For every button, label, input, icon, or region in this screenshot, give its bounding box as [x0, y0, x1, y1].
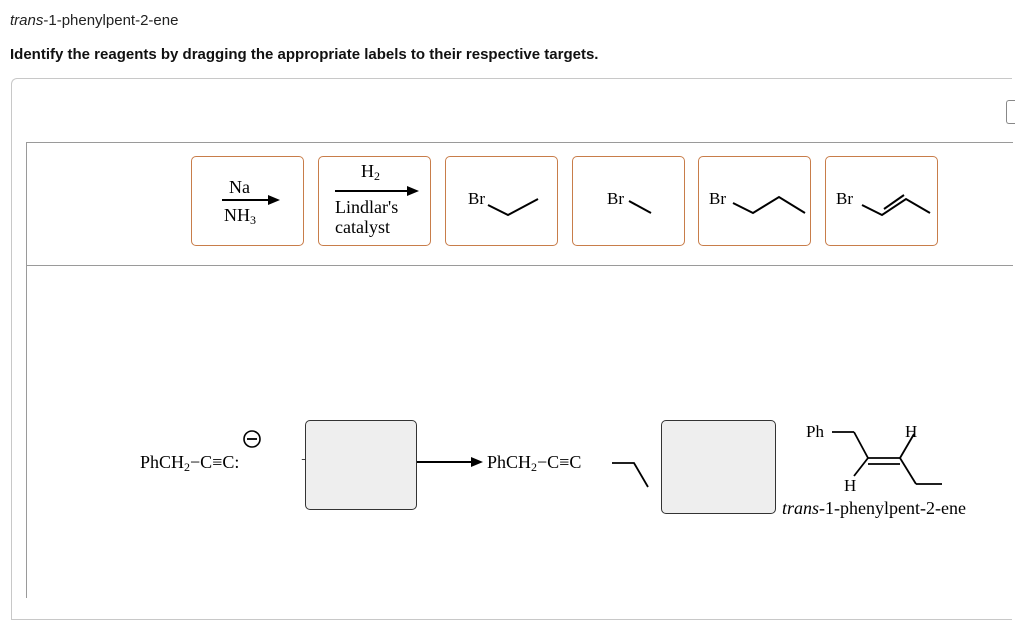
negative-charge-icon: [243, 430, 261, 448]
label-1-bromobutane[interactable]: Br: [698, 156, 811, 246]
br-text: Br: [468, 189, 485, 208]
reactant-prefix: PhCH: [140, 452, 185, 472]
label-bank: [26, 142, 1013, 266]
reaction-arrow-icon: [417, 457, 483, 467]
label-h2-lindlar[interactable]: H2 Lindlar's catalyst: [318, 156, 431, 246]
arrow-icon: [335, 186, 419, 196]
workspace-border: [26, 264, 27, 598]
reactant-suffix: −C≡C:: [190, 452, 240, 472]
product-name: trans-1-phenylpent-2-ene: [782, 498, 966, 519]
br-text: Br: [607, 189, 624, 208]
product-h-label-1: H: [905, 422, 918, 441]
product-name-italic: trans: [782, 498, 820, 518]
label-na-nh3[interactable]: Na NH3: [191, 156, 304, 246]
br-text: Br: [709, 189, 726, 208]
label-lindlar-text: Lindlar's: [335, 197, 399, 217]
label-catalyst-text: catalyst: [335, 217, 390, 237]
label-nh3-text: NH3: [224, 205, 256, 228]
label-crotyl-bromide[interactable]: Br: [825, 156, 938, 246]
propyl-chain-icon: [487, 198, 539, 217]
arrow-icon: [222, 195, 280, 205]
title-italic: trans: [10, 12, 44, 29]
h-text: H: [361, 161, 374, 181]
butyl-chain-icon: [732, 195, 806, 215]
nh-text: NH: [224, 205, 250, 225]
br-text: Br: [836, 189, 853, 208]
title-rest: -1-phenylpent-2-ene: [43, 12, 179, 29]
ethyl-tail-bond: [612, 462, 649, 488]
label-1-bromopropane[interactable]: Br: [445, 156, 558, 246]
reactant-acetylide: PhCH2−C≡C:: [140, 452, 239, 475]
label-bromoethane[interactable]: Br: [572, 156, 685, 246]
drop-target-reagent-2[interactable]: [661, 420, 776, 514]
page-title: trans-1-phenylpent-2-ene: [10, 12, 178, 29]
intermediate-alkyne: PhCH2−C≡C: [487, 452, 581, 475]
ethyl-chain-icon: [628, 200, 652, 214]
nh-subscript: 3: [250, 213, 256, 227]
intermediate-prefix: PhCH: [487, 452, 532, 472]
drop-target-reagent-1[interactable]: [305, 420, 417, 510]
product-ph-label: Ph: [806, 422, 824, 441]
product-h-label-2: H: [844, 476, 857, 495]
butenyl-chain-icon: [861, 194, 931, 217]
reactant-subscript: 2: [184, 460, 191, 474]
label-na-text: Na: [229, 177, 250, 197]
intermediate-subscript: 2: [531, 460, 538, 474]
instructions: Identify the reagents by dragging the ap…: [10, 46, 599, 63]
product-name-rest: -1-phenylpent-2-ene: [819, 498, 966, 518]
scrollbar-handle[interactable]: [1006, 100, 1015, 124]
intermediate-suffix: −C≡C: [537, 452, 582, 472]
trans-alkene-structure: [832, 431, 942, 485]
h-subscript: 2: [374, 169, 380, 183]
label-h2-text: H2: [361, 161, 380, 184]
